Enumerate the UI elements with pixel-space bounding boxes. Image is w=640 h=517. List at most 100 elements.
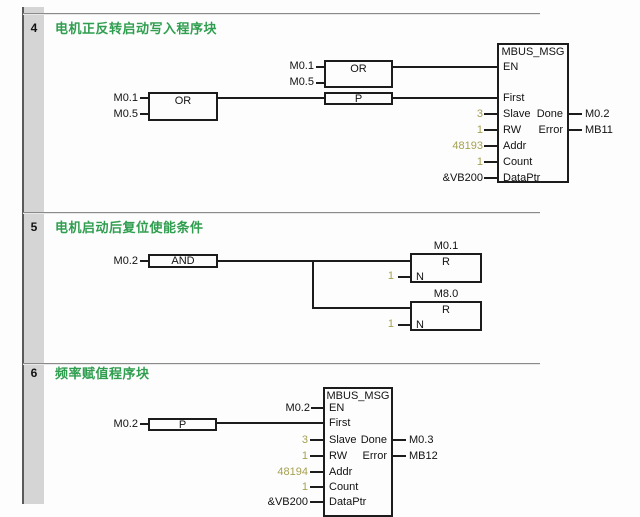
pin-first: First [503,92,525,104]
pin-n: N [416,271,424,283]
param-value[interactable]: 1 [387,270,394,282]
mbus-msg-block[interactable]: MBUS_MSG EN First Slave RW Addr Count Da… [323,387,393,517]
pin-addr: Addr [329,466,353,478]
or-block[interactable]: OR [324,60,393,88]
operand-label[interactable]: M0.1 [113,92,138,104]
wire [316,66,324,68]
block-title: OR [174,95,192,107]
network-5-number: 5 [30,220,38,234]
block-title: R [442,304,450,316]
network-4-comment[interactable]: 电机正反转启动写入程序块 [55,21,218,36]
param-value[interactable]: 48194 [277,466,308,478]
and-block[interactable]: AND [148,254,218,268]
wire [217,422,323,424]
wire [316,82,324,84]
block-title: P [178,419,187,431]
pin-error: Error [538,124,563,136]
pin-en: EN [503,61,519,73]
wire [218,97,324,99]
block-title: R [442,256,450,268]
wire [312,307,410,309]
or-block[interactable]: OR [148,92,218,121]
reset-block[interactable]: R N [410,253,482,283]
operand-label[interactable]: M0.2 [113,418,138,430]
wire-branch [312,260,314,309]
param-value[interactable]: 1 [476,124,483,136]
wire-stub [569,129,582,131]
operand-label[interactable]: M0.1 [433,240,459,252]
block-title: OR [350,63,367,75]
operand-label[interactable]: M0.2 [285,402,310,414]
pin-addr: Addr [503,140,527,152]
pin-count: Count [503,156,533,168]
operand-label[interactable]: M0.2 [585,108,610,120]
block-title: AND [171,255,195,267]
param-value[interactable]: 3 [476,108,483,120]
wire-stub [484,129,497,131]
pin-slave: Slave [503,108,531,120]
wire-stub [310,486,323,488]
wire-stub [310,439,323,441]
fbd-editor-canvas: { "colors": { "comment_green": "#2f9e4f"… [22,7,613,517]
positive-edge-block[interactable]: P [324,92,393,105]
wire-stub [569,113,582,115]
network-5-comment[interactable]: 电机启动后复位使能条件 [55,220,204,235]
pin-n: N [416,319,424,331]
param-value[interactable]: 3 [301,434,308,446]
wire-stub [398,276,410,278]
wire [393,66,497,68]
pin-first: First [329,417,351,429]
wire-stub [484,177,497,179]
operand-label[interactable]: M0.5 [113,108,138,120]
network-separator [23,212,540,214]
param-value[interactable]: &VB200 [442,172,483,184]
network-gutter [24,7,44,504]
param-value[interactable]: 48193 [452,140,483,152]
param-value[interactable]: 1 [301,450,308,462]
operand-label[interactable]: MB12 [409,450,438,462]
reset-block[interactable]: R N [410,301,482,331]
wire [393,97,497,99]
wire-stub [398,324,410,326]
operand-label[interactable]: M8.0 [433,288,459,300]
wire-stub [310,501,323,503]
operand-label[interactable]: M0.5 [289,76,314,88]
pin-en: EN [329,402,345,414]
pin-dataptr: DataPtr [503,172,541,184]
operand-label[interactable]: MB11 [585,124,613,136]
wire [311,407,323,409]
pin-done: Done [536,108,563,120]
network-6-comment[interactable]: 频率赋值程序块 [55,366,150,381]
param-value[interactable]: 1 [476,156,483,168]
wire-stub [310,455,323,457]
wire [140,260,148,262]
network-4-number: 4 [30,21,38,35]
wire-stub [484,145,497,147]
network-separator [23,13,540,15]
param-value[interactable]: &VB200 [267,496,308,508]
param-value[interactable]: 1 [301,481,308,493]
network-gutter-border [22,7,24,504]
wire [140,97,148,99]
operand-label[interactable]: M0.1 [289,60,314,72]
block-title: P [354,93,363,105]
pin-dataptr: DataPtr [329,496,367,508]
network-separator [23,363,540,365]
block-title: MBUS_MSG [501,46,565,58]
param-value[interactable]: 1 [387,318,394,330]
pin-error: Error [362,450,387,462]
wire-stub [393,455,406,457]
pin-slave: Slave [329,434,357,446]
pin-count: Count [329,481,359,493]
operand-label[interactable]: M0.2 [113,255,138,267]
wire-stub [484,113,497,115]
pin-rw: RW [503,124,522,136]
wire [140,113,148,115]
pin-rw: RW [329,450,348,462]
positive-edge-block[interactable]: P [148,418,217,431]
network-6-number: 6 [30,366,38,380]
block-title: MBUS_MSG [326,390,390,402]
operand-label[interactable]: M0.3 [409,434,434,446]
wire-stub [484,161,497,163]
mbus-msg-block[interactable]: MBUS_MSG EN First Slave RW Addr Count Da… [497,43,569,184]
